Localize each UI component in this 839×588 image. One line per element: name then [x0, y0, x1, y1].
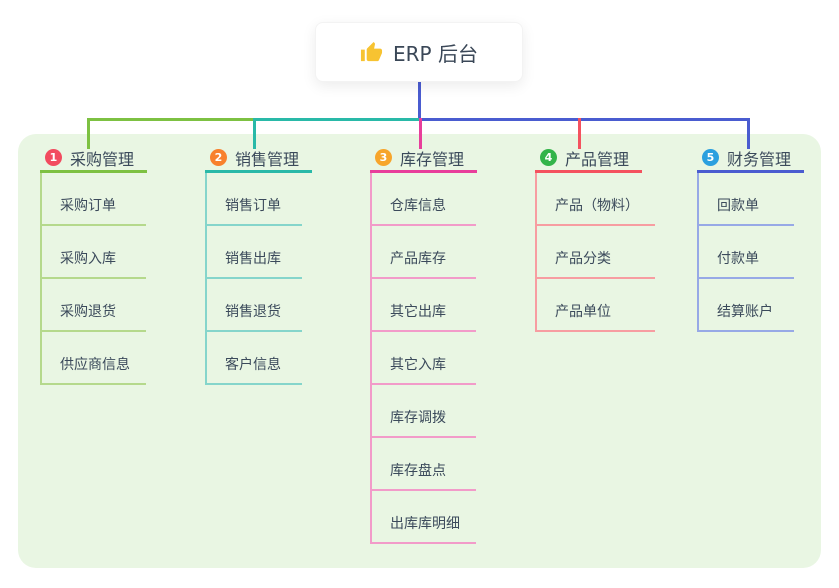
child-item-label: 仓库信息 [390, 198, 446, 214]
branch-5: 5 财务管理 回款单付款单结算账户 [697, 145, 804, 332]
branch-children: 采购订单采购入库采购退货供应商信息 [40, 173, 146, 385]
connector-drop-branch-4 [578, 118, 581, 149]
child-item-label: 供应商信息 [60, 357, 130, 373]
branch-header: 5 财务管理 [697, 145, 804, 173]
child-item: 仓库信息 [372, 173, 476, 226]
child-item-label: 库存盘点 [390, 463, 446, 479]
branch-number-badge: 3 [375, 149, 392, 166]
connector-horizontal-right [419, 118, 750, 121]
child-item-label: 付款单 [717, 251, 759, 267]
child-item: 销售订单 [207, 173, 302, 226]
child-item-label: 客户信息 [225, 357, 281, 373]
child-item: 采购订单 [42, 173, 146, 226]
branch-header: 2 销售管理 [205, 145, 312, 173]
branch-header: 1 采购管理 [40, 145, 147, 173]
branch-number-badge: 1 [45, 149, 62, 166]
branch-label: 财务管理 [727, 149, 792, 169]
branches-panel [18, 134, 821, 568]
branch-2: 2 销售管理 销售订单销售出库销售退货客户信息 [205, 145, 312, 385]
child-item: 产品（物料） [537, 173, 655, 226]
child-item-label: 产品分类 [555, 251, 611, 267]
branch-number-badge: 2 [210, 149, 227, 166]
child-item-label: 其它出库 [390, 304, 446, 320]
connector-root-stem [418, 82, 421, 121]
branch-label: 库存管理 [400, 149, 465, 169]
branch-header: 4 产品管理 [535, 145, 642, 173]
connector-horizontal-left [87, 118, 253, 121]
root-node: ERP 后台 [315, 22, 523, 82]
child-item-label: 回款单 [717, 198, 759, 214]
connector-drop-branch-5 [747, 118, 750, 149]
child-item-label: 产品库存 [390, 251, 446, 267]
connector-drop-branch-1 [87, 118, 90, 149]
child-item-label: 产品单位 [555, 304, 611, 320]
child-item-label: 销售退货 [225, 304, 281, 320]
child-item: 其它入库 [372, 332, 476, 385]
branch-label: 采购管理 [70, 149, 135, 169]
badge-number: 4 [544, 151, 553, 164]
connector-horizontal-middle [253, 118, 419, 121]
child-item-label: 库存调拨 [390, 410, 446, 426]
branch-children: 仓库信息产品库存其它出库其它入库库存调拨库存盘点出库库明细 [370, 173, 476, 544]
branch-children: 产品（物料） 产品分类产品单位 [535, 173, 655, 332]
child-item-label: 采购退货 [60, 304, 116, 320]
branch-1: 1 采购管理 采购订单采购入库采购退货供应商信息 [40, 145, 147, 385]
child-item-label: 产品（物料） [555, 198, 639, 214]
child-item-label: 销售订单 [225, 198, 281, 214]
child-item: 供应商信息 [42, 332, 146, 385]
child-item-label: 出库库明细 [390, 516, 460, 532]
branch-3: 3 库存管理 仓库信息产品库存其它出库其它入库库存调拨库存盘点出库库明细 [370, 145, 477, 544]
child-item: 库存盘点 [372, 438, 476, 491]
branch-number-badge: 5 [702, 149, 719, 166]
badge-number: 2 [214, 151, 223, 164]
badge-number: 1 [49, 151, 58, 164]
child-item-label: 采购订单 [60, 198, 116, 214]
child-item: 产品库存 [372, 226, 476, 279]
child-item: 其它出库 [372, 279, 476, 332]
child-item: 产品单位 [537, 279, 655, 332]
connector-drop-branch-3 [419, 118, 422, 149]
child-item: 采购入库 [42, 226, 146, 279]
child-item-label: 采购入库 [60, 251, 116, 267]
child-item-label: 销售出库 [225, 251, 281, 267]
branch-label: 产品管理 [565, 149, 630, 169]
connector-drop-branch-2 [253, 118, 256, 149]
branch-number-badge: 4 [540, 149, 557, 166]
child-item: 销售出库 [207, 226, 302, 279]
child-item: 产品分类 [537, 226, 655, 279]
branch-children: 销售订单销售出库销售退货客户信息 [205, 173, 302, 385]
child-item: 出库库明细 [372, 491, 476, 544]
child-item: 付款单 [699, 226, 794, 279]
child-item-label: 结算账户 [717, 304, 773, 320]
thumbs-up-icon [360, 41, 383, 61]
badge-number: 5 [706, 151, 715, 164]
child-item: 采购退货 [42, 279, 146, 332]
child-item-label: 其它入库 [390, 357, 446, 373]
branch-label: 销售管理 [235, 149, 300, 169]
child-item: 库存调拨 [372, 385, 476, 438]
root-label: ERP 后台 [393, 41, 478, 66]
badge-number: 3 [379, 151, 388, 164]
branch-4: 4 产品管理 产品（物料） 产品分类产品单位 [535, 145, 655, 332]
child-item: 客户信息 [207, 332, 302, 385]
branch-children: 回款单付款单结算账户 [697, 173, 794, 332]
child-item: 结算账户 [699, 279, 794, 332]
child-item: 销售退货 [207, 279, 302, 332]
child-item: 回款单 [699, 173, 794, 226]
branch-header: 3 库存管理 [370, 145, 477, 173]
